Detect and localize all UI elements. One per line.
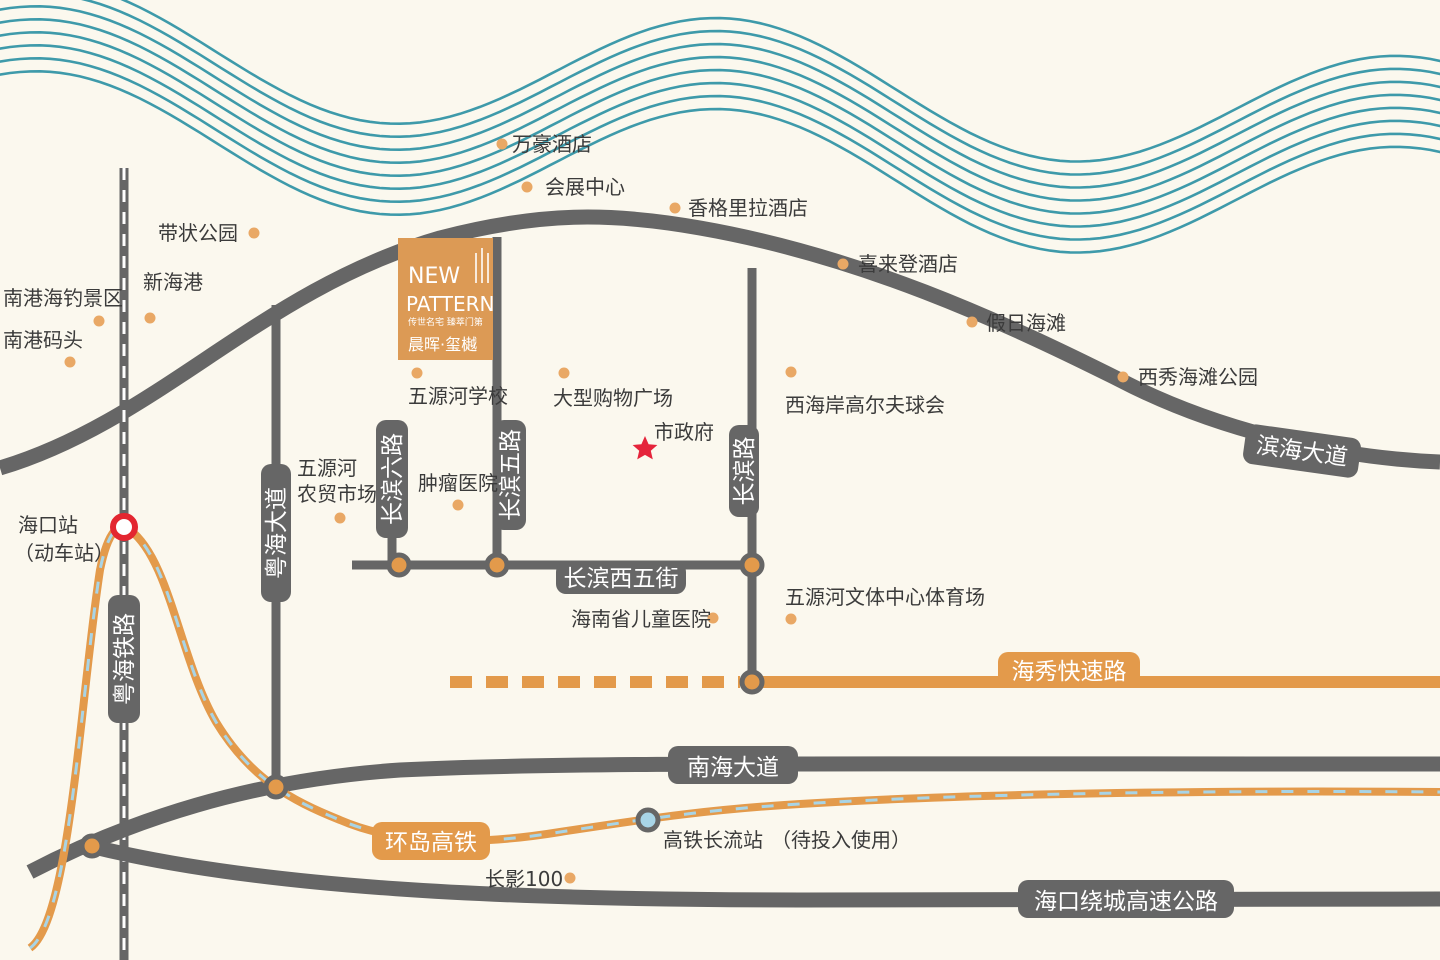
road-label-ring-expressway: 海口绕城高速公路 <box>1018 880 1234 918</box>
poi-dot <box>558 367 570 379</box>
road-label-ring-expressway-text: 海口绕城高速公路 <box>1034 889 1218 915</box>
road-label-binhai: 滨海大道 <box>1243 424 1361 478</box>
poi-nangang-pier[interactable]: 南港码头 <box>3 328 83 352</box>
city-hall-star-icon <box>632 436 658 460</box>
sea-wave-line <box>120 0 1440 163</box>
poi-hsr-station[interactable]: 高铁长流站 <box>663 828 763 852</box>
road-label-haixiu-text: 海秀快速路 <box>1012 659 1127 685</box>
road-label-yuehai-ave-text: 粤海大道 <box>264 487 290 579</box>
sea-wave-lines <box>0 0 1440 254</box>
poi-children-hospital[interactable]: 海南省儿童医院 <box>571 607 711 631</box>
sea-wave-line <box>0 17 1440 202</box>
sea-wave-line <box>0 4 1440 189</box>
poi-shangri[interactable]: 香格里拉酒店 <box>688 196 808 220</box>
road-junctions <box>79 552 765 859</box>
poi-xinhaigang[interactable]: 新海港 <box>143 270 203 294</box>
poi-mall[interactable]: 大型购物广场 <box>553 386 673 410</box>
project-brand-line1: NEW <box>408 264 460 289</box>
poi-wuyuanhe-market-line2[interactable]: 农贸市场 <box>297 482 377 506</box>
road-label-changbin-rd-text: 长滨路 <box>732 437 758 506</box>
road-label-yuehai-ave: 粤海大道 <box>261 464 291 602</box>
poi-dot <box>785 613 797 625</box>
poi-dot <box>1117 371 1129 383</box>
ring-expressway-road <box>88 838 1440 908</box>
poi-dot <box>334 512 346 524</box>
poi-haikou-station-sub: （动车站） <box>14 541 114 565</box>
road-label-yuehai-rail-text: 粤海铁路 <box>112 613 138 705</box>
island-loop-hsr-line <box>27 522 1440 952</box>
poi-dot <box>966 316 978 328</box>
road-label-changbin6: 长滨六路 <box>376 420 408 538</box>
road-label-yuehai-rail: 粤海铁路 <box>108 595 140 723</box>
road-label-haixiu: 海秀快速路 <box>998 652 1140 688</box>
poi-dot <box>837 258 849 270</box>
poi-dot <box>144 312 156 324</box>
poi-jiari[interactable]: 假日海滩 <box>986 311 1066 335</box>
poi-dot <box>93 315 105 327</box>
road-label-changbin5: 长滨五路 <box>494 420 526 530</box>
poi-xixiu-park[interactable]: 西秀海滩公园 <box>1138 365 1258 389</box>
sea-wave-line <box>0 69 1440 254</box>
road-label-nanhai: 南海大道 <box>668 746 798 784</box>
junction-node <box>79 833 105 859</box>
junction-node <box>484 552 510 578</box>
road-label-nanhai-text: 南海大道 <box>687 755 779 781</box>
poi-hsr-station-note: （待投入使用） <box>771 828 911 852</box>
poi-wanhao[interactable]: 万豪酒店 <box>512 132 592 156</box>
haikou-station-marker[interactable] <box>110 513 138 541</box>
road-label-changbin-rd: 长滨路 <box>729 425 759 517</box>
road-label-huandao-text: 环岛高铁 <box>385 830 477 856</box>
poi-dot <box>521 181 533 193</box>
sea-wave-line <box>0 43 1440 228</box>
poi-huizhan[interactable]: 会展中心 <box>545 175 625 199</box>
poi-dot <box>248 227 260 239</box>
sea-wave-line <box>0 30 1440 215</box>
road-label-changbin5-text: 长滨五路 <box>498 429 524 521</box>
junction-node <box>739 669 765 695</box>
road-label-changbin-w5-text: 长滨西五街 <box>564 566 679 592</box>
road-label-huandao: 环岛高铁 <box>372 822 490 860</box>
poi-dot <box>707 612 719 624</box>
poi-wuyuanhe-school[interactable]: 五源河学校 <box>408 384 508 408</box>
poi-changying[interactable]: 长影100 <box>485 867 563 891</box>
project-block[interactable] <box>398 238 493 360</box>
road-label-changbin-w5: 长滨西五街 <box>556 562 686 594</box>
poi-xihaian-golf[interactable]: 西海岸高尔夫球会 <box>785 393 945 417</box>
poi-dot <box>785 366 797 378</box>
sea-wave-line <box>0 56 1440 241</box>
junction-node <box>739 552 765 578</box>
junction-node <box>386 552 412 578</box>
poi-dots <box>64 138 1129 884</box>
junction-node <box>263 774 289 800</box>
project-name: 晨晖·玺樾 <box>408 335 477 354</box>
poi-haikou-station[interactable]: 海口站 <box>18 513 78 537</box>
poi-xilaideng[interactable]: 喜来登酒店 <box>858 252 958 276</box>
project-tagline: 传世名宅 臻萃门第 <box>408 316 483 328</box>
poi-dai-park[interactable]: 带状公园 <box>158 221 238 245</box>
poi-nangang-fishing[interactable]: 南港海钓景区 <box>3 286 123 310</box>
poi-dot <box>564 872 576 884</box>
poi-wuyuanhe-market-line1[interactable]: 五源河 <box>297 456 357 480</box>
road-label-changbin6-text: 长滨六路 <box>380 433 406 525</box>
hsr-changliu-station-node[interactable] <box>635 807 661 833</box>
poi-tumor-hospital[interactable]: 肿瘤医院 <box>418 471 498 495</box>
poi-stadium[interactable]: 五源河文体中心体育场 <box>785 585 985 609</box>
binhai-avenue-road <box>0 209 1440 476</box>
poi-dot <box>411 367 423 379</box>
poi-city-hall[interactable]: 市政府 <box>654 420 714 444</box>
project-brand-line2: PATTERN <box>406 292 495 316</box>
poi-dot <box>669 202 681 214</box>
poi-dot <box>496 138 508 150</box>
sea-wave-line <box>80 0 1440 176</box>
poi-dot <box>64 356 76 368</box>
project-emblem-icon <box>475 248 489 283</box>
nanhai-avenue-road <box>26 756 1440 879</box>
poi-dot <box>452 499 464 511</box>
